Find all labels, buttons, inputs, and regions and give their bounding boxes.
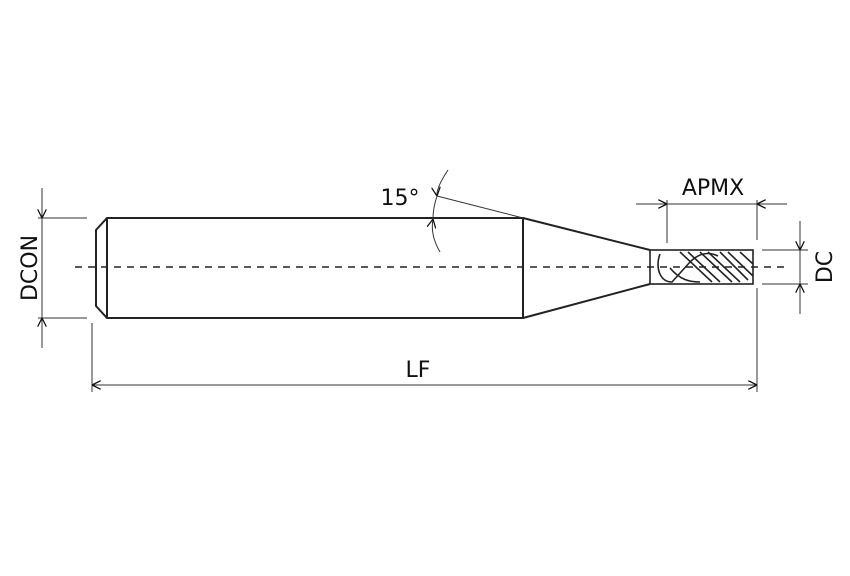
- apmx-dimension: [636, 200, 787, 243]
- dc-dimension: [762, 221, 808, 314]
- dcon-label: DCON: [18, 235, 43, 301]
- taper-neck: [522, 217, 651, 319]
- dcon-dimension: [38, 188, 87, 348]
- apmx-label: APMX: [682, 176, 744, 201]
- lf-dimension: [91, 288, 758, 392]
- shank: [95, 217, 524, 319]
- angle-label: 15°: [381, 186, 420, 211]
- dc-label: DC: [813, 251, 838, 283]
- angle-dimension: [432, 169, 524, 253]
- cutting-flutes: [649, 249, 754, 285]
- lf-label: LF: [406, 358, 431, 383]
